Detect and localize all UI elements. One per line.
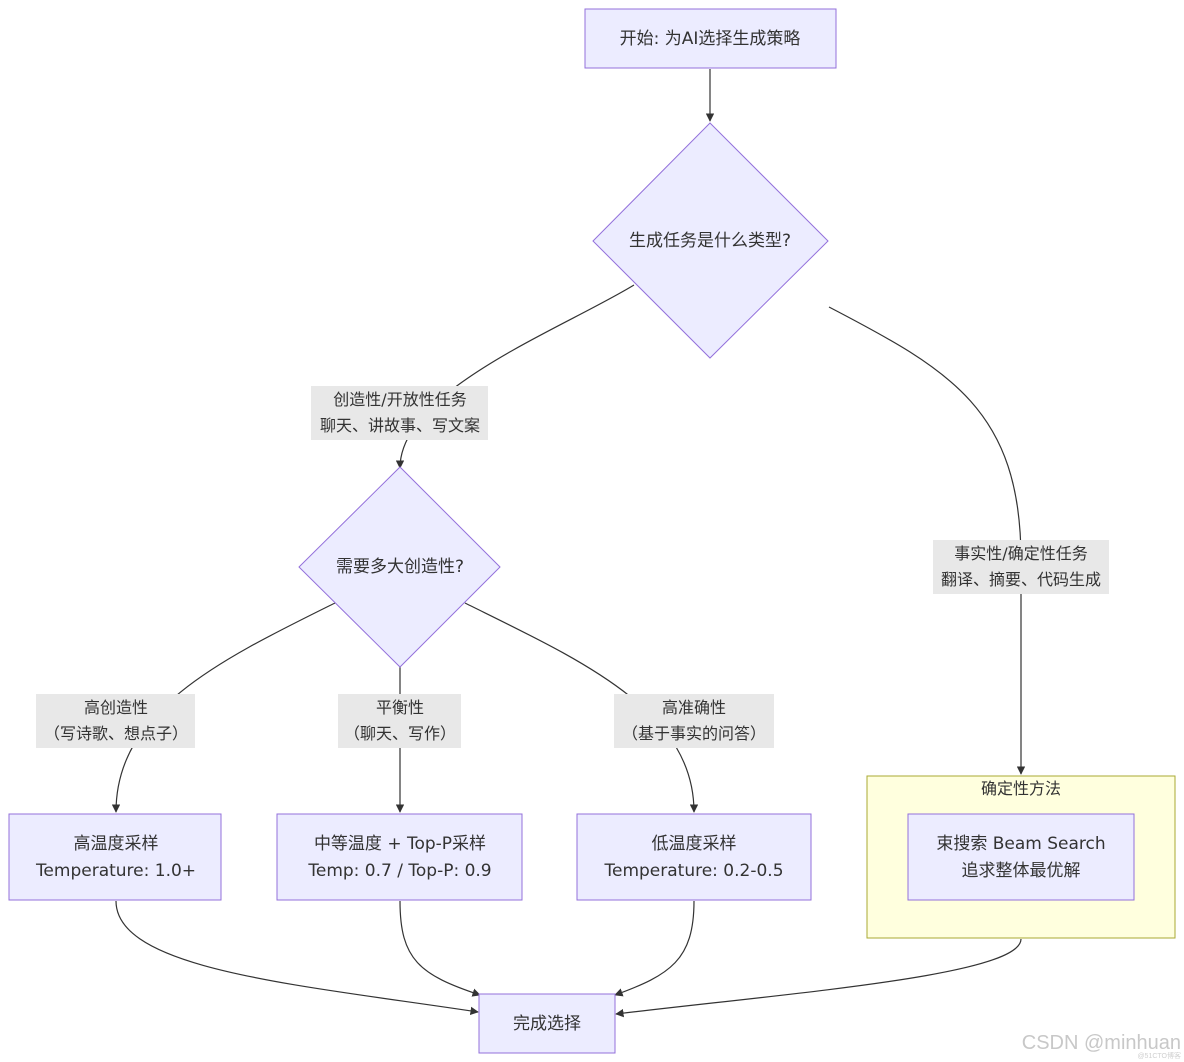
node-mid-temperature-line2: Temp: 0.7 / Top-P: 0.9 [307, 861, 491, 881]
cluster-title: 确定性方法 [981, 779, 1061, 798]
node-done-label: 完成选择 [513, 1014, 581, 1034]
node-beam-search: 束搜索 Beam Search 追求整体最优解 [907, 813, 1135, 901]
node-high-temperature: 高温度采样 Temperature: 1.0+ [8, 813, 222, 901]
node-mid-temperature-line1: 中等温度 + Top-P采样 [314, 834, 486, 854]
node-start: 开始: 为AI选择生成策略 [584, 8, 837, 69]
edge-label-high-accuracy-line1: 高准确性 [662, 698, 726, 717]
edge-label-high-accuracy: 高准确性 （基于事实的问答） [614, 694, 774, 748]
watermark-main: CSDN @minhuan [1022, 1032, 1181, 1054]
node-mid-temperature: 中等温度 + Top-P采样 Temp: 0.7 / Top-P: 0.9 [276, 813, 523, 901]
edge-label-high-accuracy-line2: （基于事实的问答） [622, 724, 766, 743]
node-beam-search-line1: 束搜索 Beam Search [936, 834, 1105, 854]
edge-beam-to-done [615, 938, 1022, 1018]
edge-label-balanced-line1: 平衡性 [376, 698, 424, 717]
edge-label-creative: 创造性/开放性任务 聊天、讲故事、写文案 [311, 386, 488, 440]
decision-creativity-level: 需要多大创造性? [298, 466, 501, 668]
node-high-temperature-line2: Temperature: 1.0+ [35, 861, 196, 881]
edge-label-balanced-line2: （聊天、写作） [344, 724, 456, 743]
decision-task-type-label: 生成任务是什么类型? [629, 231, 791, 251]
edge-high-to-done [115, 900, 479, 1016]
node-start-label: 开始: 为AI选择生成策略 [620, 29, 801, 49]
edge-task-to-creativity [395, 284, 635, 469]
edge-task-to-beam [828, 306, 1026, 775]
edge-creativity-to-high [111, 602, 336, 813]
node-low-temperature-line2: Temperature: 0.2-0.5 [603, 861, 783, 881]
edge-label-factual-line2: 翻译、摘要、代码生成 [941, 570, 1101, 589]
node-high-temperature-line1: 高温度采样 [74, 834, 159, 854]
edge-mid-to-done [399, 900, 481, 997]
edge-label-creative-line2: 聊天、讲故事、写文案 [320, 416, 480, 435]
edge-label-factual: 事实性/确定性任务 翻译、摘要、代码生成 [933, 540, 1109, 594]
edges [111, 69, 1026, 1018]
decision-creativity-level-label: 需要多大创造性? [336, 557, 464, 577]
edge-label-creative-line1: 创造性/开放性任务 [333, 390, 466, 409]
node-done: 完成选择 [478, 993, 616, 1054]
watermark-small: @51CTO博客 [1137, 1051, 1181, 1060]
edge-label-factual-line1: 事实性/确定性任务 [954, 544, 1087, 563]
edge-low-to-done [614, 900, 695, 997]
node-low-temperature: 低温度采样 Temperature: 0.2-0.5 [576, 813, 812, 901]
edge-label-high-creativity-line1: 高创造性 [84, 698, 148, 717]
node-low-temperature-line1: 低温度采样 [652, 834, 737, 854]
watermark: CSDN @minhuan @51CTO博客 [1022, 1032, 1181, 1060]
edge-label-high-creativity-line2: （写诗歌、想点子） [44, 724, 188, 743]
decision-task-type: 生成任务是什么类型? [592, 122, 829, 359]
node-beam-search-line2: 追求整体最优解 [962, 861, 1081, 881]
edge-label-balanced: 平衡性 （聊天、写作） [338, 694, 461, 748]
edge-label-high-creativity: 高创造性 （写诗歌、想点子） [36, 694, 195, 748]
edge-creativity-to-low [464, 602, 699, 813]
